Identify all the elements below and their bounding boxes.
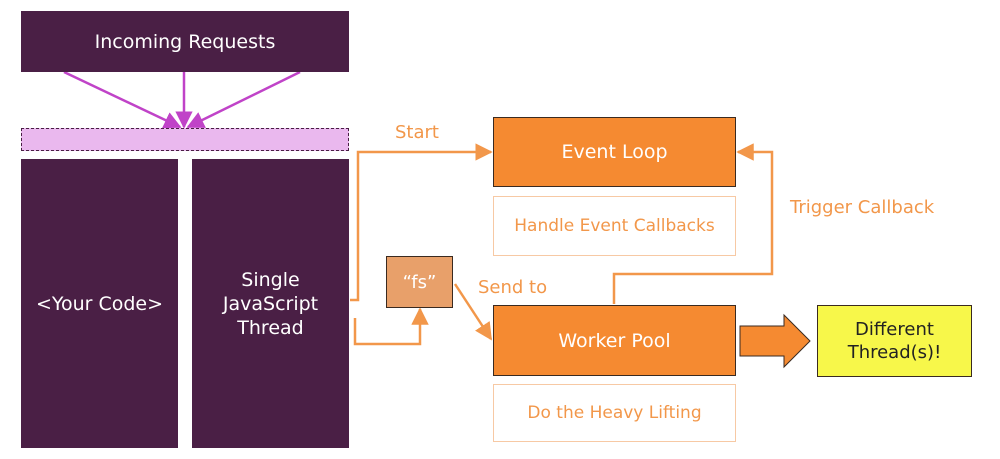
your-code-box: <Your Code> (21, 159, 178, 448)
single-thread-box: Single JavaScript Thread (192, 159, 349, 448)
heavy-lifting-label: Do the Heavy Lifting (527, 403, 702, 423)
start-label: Start (395, 122, 439, 143)
handle-callbacks-box: Handle Event Callbacks (493, 196, 736, 256)
fs-label: “fs” (402, 271, 437, 293)
orange-wires (350, 143, 774, 346)
send-to-label: Send to (478, 277, 548, 298)
your-code-label: <Your Code> (35, 292, 164, 315)
big-arrow (739, 313, 811, 369)
worker-pool-box: Worker Pool (493, 305, 736, 376)
thread-line-1: Single (241, 268, 300, 291)
thread-line-2: JavaScript (222, 292, 319, 315)
different-threads-box: Different Thread(s)! (817, 305, 972, 377)
fs-module-box: “fs” (386, 256, 453, 308)
different-threads-line-2: Thread(s)! (847, 342, 942, 363)
incoming-requests-label: Incoming Requests (94, 30, 276, 53)
event-loop-label: Event Loop (561, 141, 668, 163)
event-loop-box: Event Loop (493, 117, 736, 187)
handle-callbacks-label: Handle Event Callbacks (514, 216, 715, 236)
thread-line-3: Thread (237, 316, 304, 339)
trigger-callback-label: Trigger Callback (790, 197, 935, 218)
incoming-requests-box: Incoming Requests (21, 11, 349, 72)
heavy-lifting-box: Do the Heavy Lifting (493, 384, 736, 442)
request-queue (21, 128, 349, 151)
incoming-arrows (63, 70, 301, 129)
worker-pool-label: Worker Pool (558, 329, 671, 352)
different-threads-line-1: Different (855, 319, 934, 340)
